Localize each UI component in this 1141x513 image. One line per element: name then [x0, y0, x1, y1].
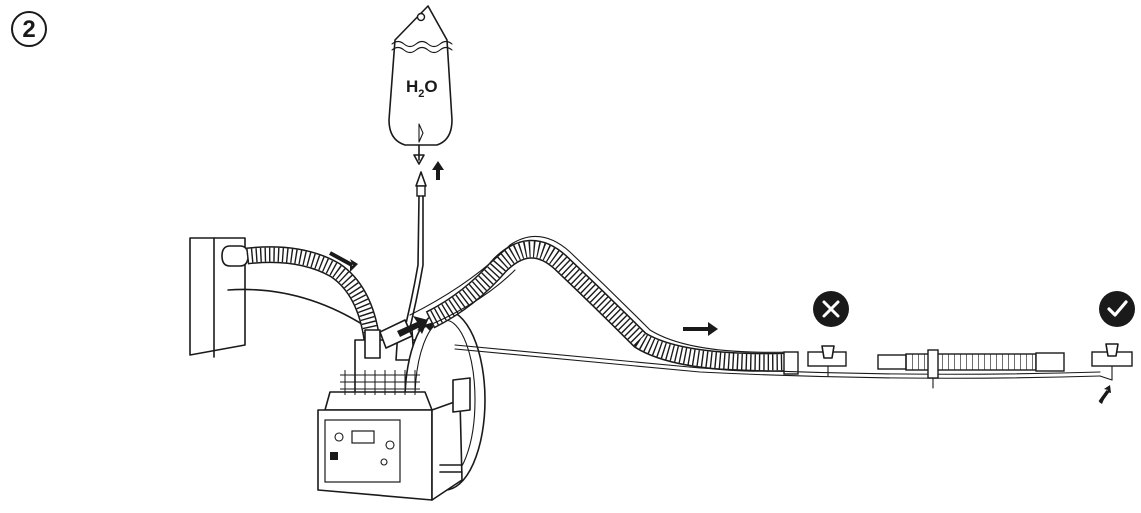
probe-arrow — [1098, 385, 1111, 404]
water-feed-line — [401, 171, 427, 341]
correct-connector — [1091, 343, 1133, 381]
flow-arrow-up — [432, 161, 444, 180]
incorrect-connector — [807, 345, 847, 377]
patient-hose — [409, 235, 799, 375]
flow-arrow-out — [683, 322, 718, 336]
cross-circle-icon — [813, 291, 849, 327]
step-number: 2 — [22, 16, 35, 43]
water-bag: H2O — [388, 5, 453, 165]
probe-wire — [454, 344, 1101, 379]
humidifier-unit — [317, 309, 486, 501]
flow-arrow-in — [329, 251, 358, 272]
step-number-badge: 2 — [11, 11, 47, 47]
extension-hose — [877, 349, 1065, 389]
chamber-port-connector — [379, 316, 440, 349]
inspiratory-hose — [246, 246, 381, 342]
check-circle-icon — [1099, 291, 1135, 327]
bag-label: H2O — [406, 77, 438, 100]
